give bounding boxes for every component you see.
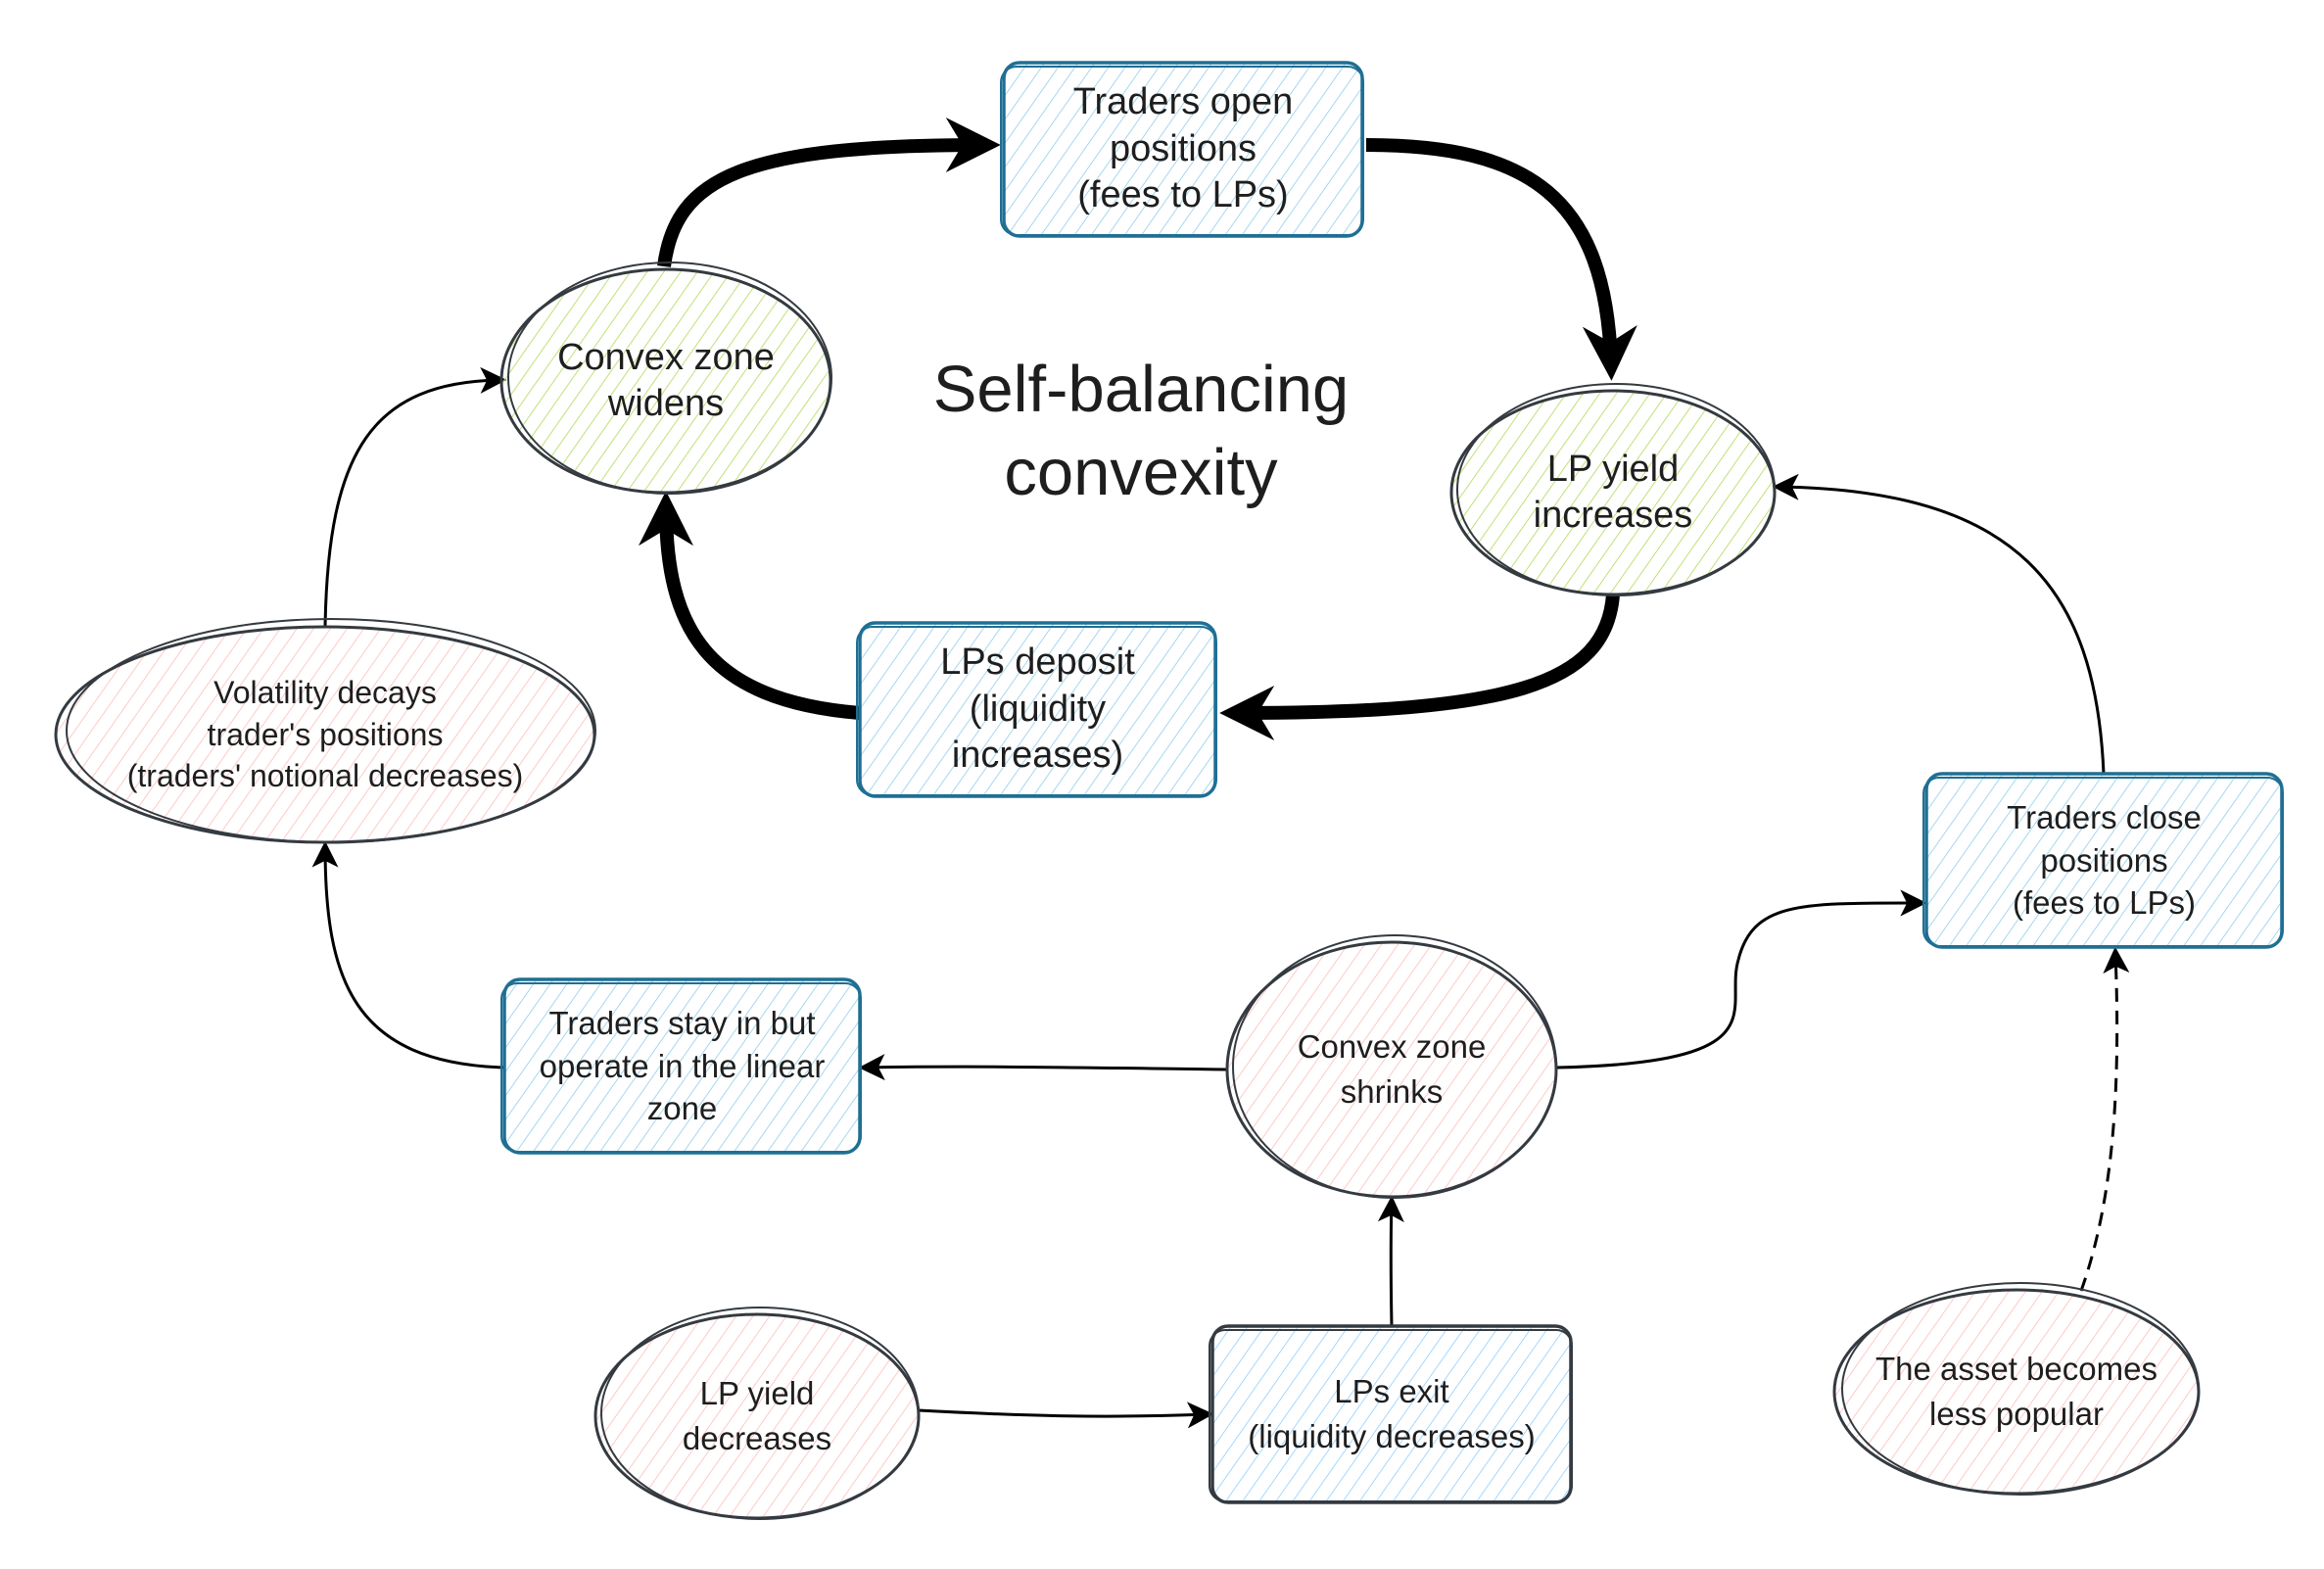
node-lps-deposit-sketch bbox=[856, 626, 1217, 796]
node-volatility-decays-sketch bbox=[66, 618, 596, 843]
edge-traders-stay-to-volatility-decays bbox=[311, 840, 505, 1070]
node-traders-stay-sketch bbox=[500, 982, 862, 1153]
node-lps-deposit-shape[interactable] bbox=[858, 621, 1217, 798]
node-lp-yield-increases-sketch bbox=[1456, 383, 1776, 596]
node-traders-open-sketch bbox=[1000, 66, 1364, 236]
node-volatility-decays-shape[interactable] bbox=[54, 625, 596, 844]
edge-convex-shrinks-to-traders-close bbox=[1556, 889, 1927, 1070]
edge-convex-widens-to-traders-open bbox=[657, 118, 1001, 267]
node-lp-yield-increases-shape[interactable] bbox=[1449, 389, 1777, 596]
node-convex-shrinks-sketch bbox=[1232, 934, 1557, 1199]
edges bbox=[311, 118, 2130, 1429]
node-lp-yield-decreases-shape[interactable] bbox=[593, 1312, 921, 1520]
edge-lps-deposit-to-convex-widens bbox=[639, 491, 861, 720]
node-traders-open-shape[interactable] bbox=[1002, 61, 1364, 238]
edge-lps-exit-to-convex-shrinks bbox=[1377, 1195, 1404, 1327]
nodes bbox=[54, 61, 2284, 1520]
title-line-1: Self-balancing bbox=[932, 353, 1350, 426]
node-lps-exit-shape[interactable] bbox=[1210, 1324, 1573, 1504]
diagram-title: Self-balancing convexity bbox=[881, 348, 1400, 514]
edge-traders-open-to-lp-yield-increases bbox=[1365, 138, 1637, 381]
node-asset-less-popular-shape[interactable] bbox=[1832, 1288, 2201, 1496]
node-lp-yield-decreases-sketch bbox=[600, 1307, 920, 1520]
node-lps-exit-sketch bbox=[1209, 1329, 1573, 1502]
node-traders-stay-shape[interactable] bbox=[502, 977, 862, 1155]
node-convex-shrinks-shape[interactable] bbox=[1225, 940, 1558, 1199]
edge-lp-yield-increases-to-lps-deposit bbox=[1219, 594, 1620, 740]
edge-traders-close-to-lp-yield-increases bbox=[1772, 473, 2106, 775]
node-asset-less-popular-sketch bbox=[1841, 1282, 2200, 1496]
node-convex-widens-shape[interactable] bbox=[499, 267, 832, 495]
node-convex-widens-sketch bbox=[507, 262, 832, 495]
edge-convex-shrinks-to-traders-stay bbox=[858, 1054, 1228, 1081]
edge-volatility-decays-to-convex-widens bbox=[323, 366, 507, 628]
title-line-2: convexity bbox=[1004, 436, 1278, 510]
node-traders-close-shape[interactable] bbox=[1924, 772, 2284, 949]
edge-lp-yield-decreases-to-lps-exit bbox=[918, 1402, 1214, 1429]
edge-asset-less-popular-to-traders-close bbox=[2079, 946, 2130, 1292]
node-traders-close-sketch bbox=[1922, 777, 2284, 947]
